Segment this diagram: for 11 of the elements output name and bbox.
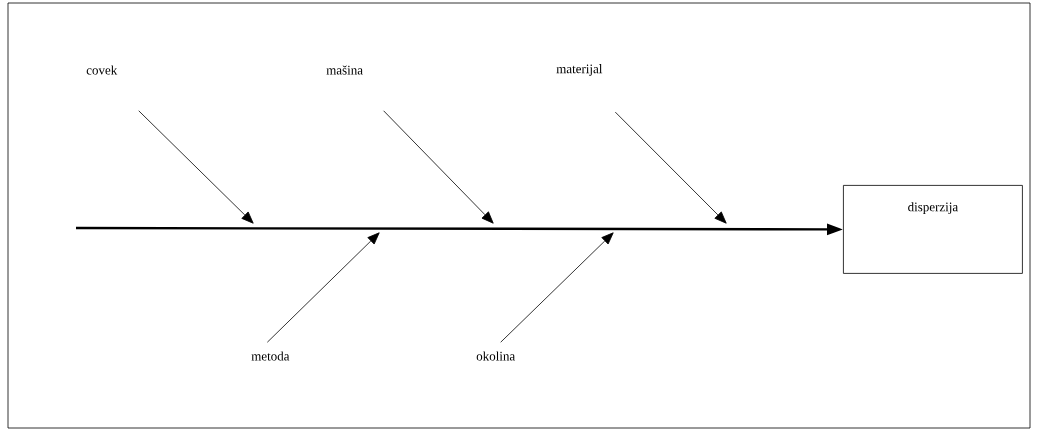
cause-label: covek (86, 65, 118, 75)
cause-label: materijal (556, 64, 603, 76)
cause-label: okolina (476, 351, 516, 361)
arrow (266, 232, 380, 343)
arrow (383, 110, 494, 224)
arrow (138, 110, 254, 224)
result-box: disperzija (843, 185, 1023, 274)
arrow (614, 111, 727, 224)
arrow (500, 232, 614, 343)
cause-label: metoda (251, 351, 290, 361)
cause-label: mašina (326, 65, 363, 75)
